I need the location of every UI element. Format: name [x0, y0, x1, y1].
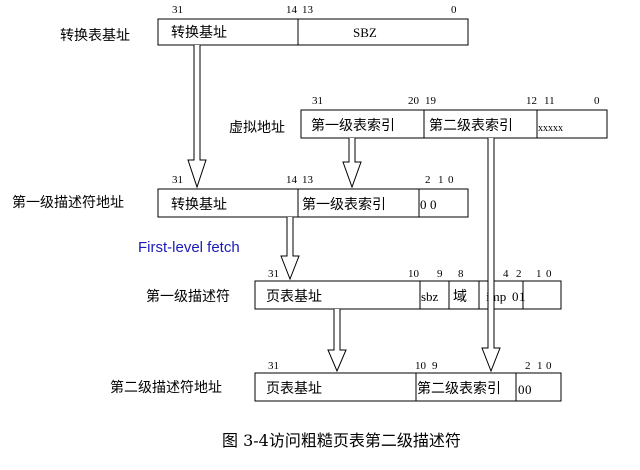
bit-number: 2: [425, 174, 431, 186]
field-domain: 域: [453, 289, 467, 305]
bit-number: 19: [425, 95, 437, 107]
field-page-table-base: 页表基址: [266, 288, 322, 305]
bit-number: 14: [286, 174, 298, 186]
bit-number: 0: [546, 268, 552, 280]
second-level-descriptor-address-row: 第二级描述符地址 31 10 9 2 1 0 页表基址 第二级表索引 0 0: [110, 360, 562, 402]
figure-caption: 图 3-4访问粗糙页表第二级描述符: [222, 431, 461, 450]
bit-number: 31: [268, 268, 279, 280]
bit-number: 1: [536, 268, 542, 280]
bit-number: 1: [438, 174, 444, 186]
bit-number: 31: [172, 174, 183, 186]
bit-number: 11: [544, 95, 555, 107]
bit-number: 10: [415, 360, 427, 372]
field-bit-0: 1: [519, 289, 526, 304]
bit-number: 0: [451, 4, 457, 16]
field-bit-1: 0: [420, 197, 427, 212]
row-label: 转换表基址: [60, 27, 130, 44]
bit-number: 2: [525, 360, 531, 372]
arrow-first-level-fetch: [280, 217, 300, 281]
field-translation-base: 转换基址: [171, 196, 227, 213]
field-bit-0: 0: [525, 382, 532, 397]
field-translation-base: 转换基址: [171, 24, 227, 41]
field-bit-0: 0: [430, 197, 437, 212]
first-level-descriptor-row: 第一级描述符 31 10 9 8 5 4 2 1 0 页表基址 sbz 域 im…: [146, 268, 562, 310]
first-level-descriptor-address-row: 第一级描述符地址 31 14 13 2 1 0 转换基址 第一级表索引 0 0: [12, 174, 469, 218]
bit-number: 10: [408, 268, 420, 280]
register-box: [254, 280, 562, 310]
bit-number: 1: [537, 360, 543, 372]
register-box: [157, 18, 469, 46]
first-level-fetch-label: First-level fetch: [138, 239, 240, 256]
field-first-level-index: 第一级表索引: [302, 196, 386, 213]
row-label: 第二级描述符地址: [110, 379, 222, 396]
bit-number: 14: [286, 4, 298, 16]
bit-number: 0: [546, 360, 552, 372]
field-bit-1: 0: [518, 382, 525, 397]
field-first-level-index: 第一级表索引: [311, 117, 395, 134]
bit-number: 0: [448, 174, 454, 186]
field-bit-1: 0: [512, 289, 519, 304]
bit-number: 4: [503, 268, 509, 280]
field-sbz: SBZ: [353, 25, 377, 40]
bit-number: 9: [432, 360, 438, 372]
row-label: 第一级描述符: [146, 288, 230, 305]
bit-number: 20: [408, 95, 420, 107]
field-sbz: sbz: [421, 289, 439, 304]
bit-number: 12: [526, 95, 537, 107]
bit-number: 0: [594, 95, 600, 107]
bit-number: 2: [516, 268, 522, 280]
bit-number: 13: [302, 174, 314, 186]
row-label: 第一级描述符地址: [12, 194, 124, 211]
translation-table-base-row: 转换表基址 31 14 13 0 转换基址 SBZ: [60, 4, 469, 46]
row-label: 虚拟地址: [229, 120, 285, 136]
field-ignored: xxxxx: [538, 123, 563, 134]
register-box: [157, 188, 469, 218]
arrow-second-level-index: [481, 138, 501, 373]
bit-number: 31: [312, 95, 323, 107]
field-second-level-index: 第二级表索引: [429, 117, 513, 134]
bit-number: 9: [437, 268, 443, 280]
virtual-address-row: 虚拟地址 31 20 19 12 11 0 第一级表索引 第二级表索引 xxxx…: [229, 95, 608, 139]
arrow-translation-base: [187, 45, 207, 189]
bit-number: 31: [172, 4, 183, 16]
bit-number: 31: [268, 360, 279, 372]
field-second-level-index: 第二级表索引: [417, 380, 501, 397]
register-box: [300, 109, 608, 139]
bit-number: 13: [302, 4, 314, 16]
arrow-first-level-index: [342, 138, 362, 189]
register-box: [254, 372, 562, 402]
bit-number: 8: [458, 268, 464, 280]
field-page-table-base: 页表基址: [266, 380, 322, 397]
arrow-page-table-base: [327, 309, 347, 373]
